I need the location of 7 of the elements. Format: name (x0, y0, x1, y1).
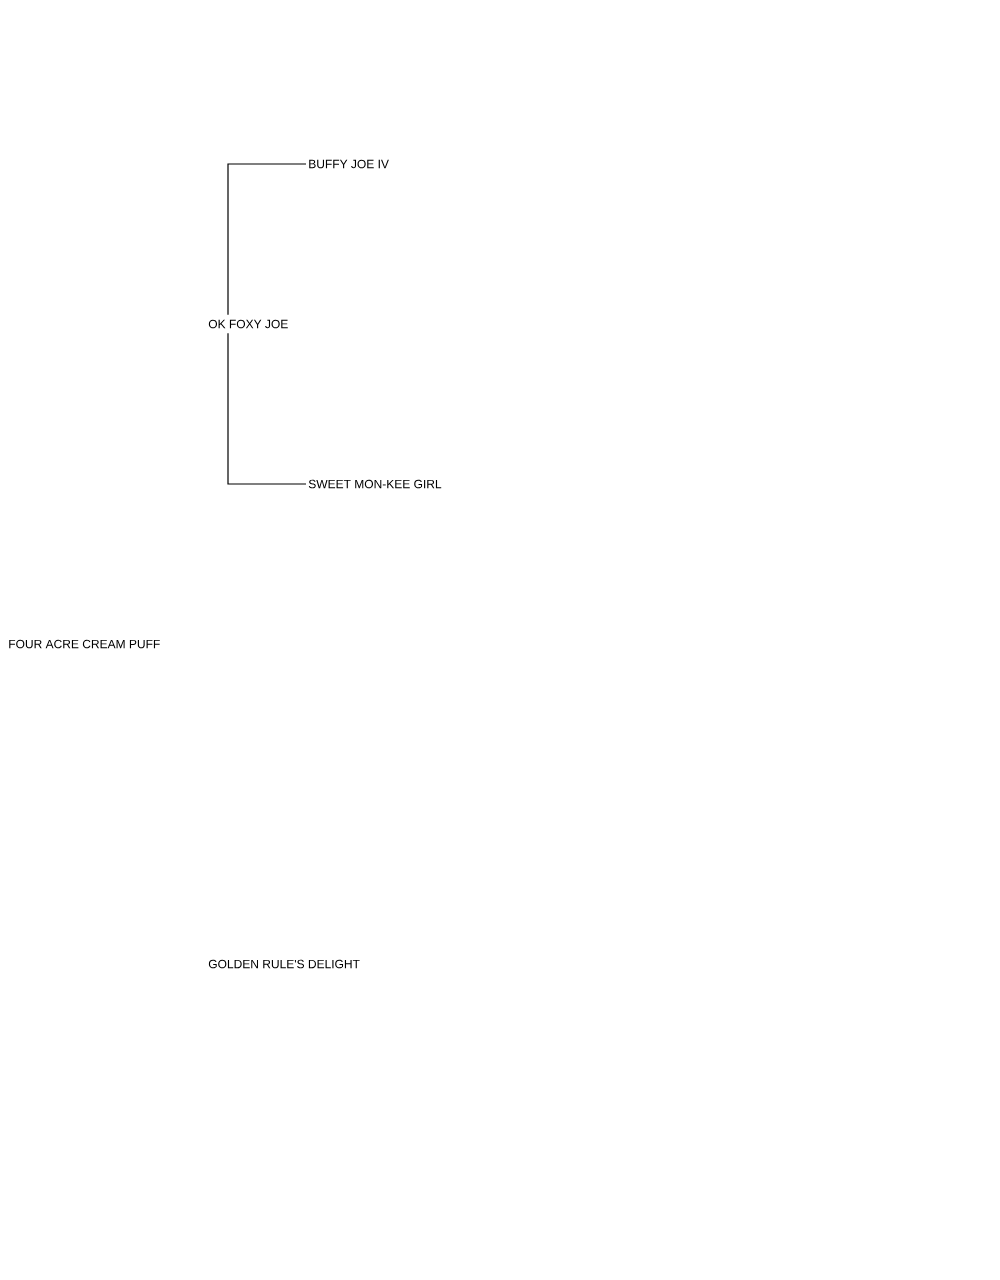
name-label: BUFFY JOE IV (309, 159, 389, 169)
name-label: OK FOXY JOE (208, 319, 288, 329)
pedigree-line (227, 163, 307, 316)
pedigree-line (227, 332, 307, 485)
name-label: GOLDEN RULE'S DELIGHT (208, 959, 360, 969)
name-label: SWEET MON-KEE GIRL (308, 479, 442, 489)
name-label: FOUR ACRE CREAM PUFF (9, 639, 160, 649)
